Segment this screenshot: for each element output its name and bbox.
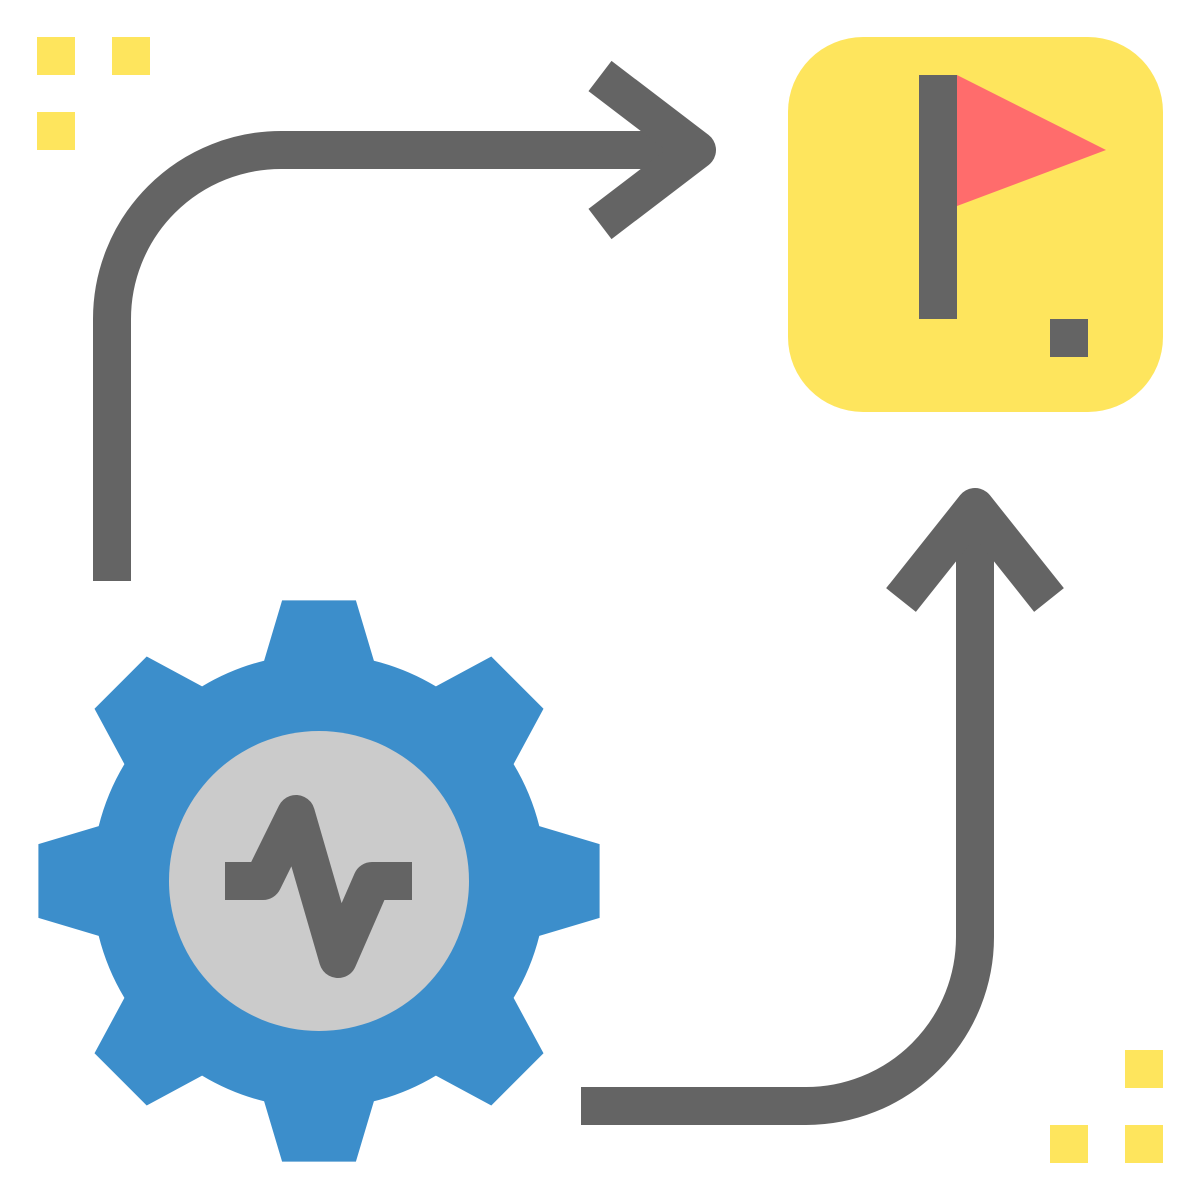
pulse-icon <box>225 795 412 978</box>
flag-icon <box>919 75 1106 319</box>
goal-box-background <box>788 37 1163 412</box>
dot <box>1125 1125 1163 1163</box>
goal-box-dot <box>1050 319 1088 357</box>
gear-icon <box>38 600 600 1162</box>
dot <box>1050 1125 1088 1163</box>
flag-banner <box>957 75 1106 206</box>
arrow-path <box>93 131 693 581</box>
arrow-right-icon <box>93 60 716 581</box>
arrow-head <box>886 488 1064 612</box>
dot <box>1125 1050 1163 1088</box>
goal-box <box>788 37 1163 412</box>
dot <box>37 112 75 150</box>
dot <box>112 37 150 75</box>
flag-pole <box>919 75 957 319</box>
decorative-dots-bottom-right <box>1050 1050 1163 1163</box>
dot <box>37 37 75 75</box>
arrow-up-icon <box>581 488 1064 1125</box>
decorative-dots-top-left <box>37 37 150 150</box>
arrow-head <box>588 60 716 240</box>
arrow-path <box>581 507 994 1125</box>
